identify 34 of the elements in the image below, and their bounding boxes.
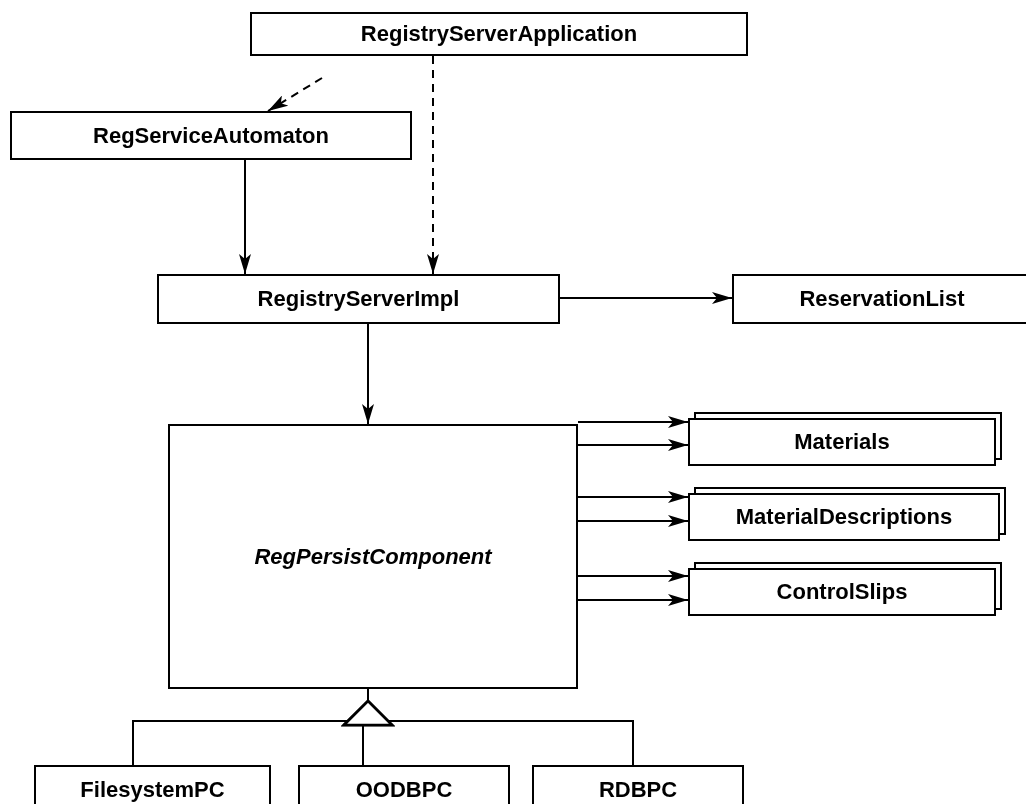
arrow [239, 159, 251, 275]
class-box [298, 765, 510, 804]
arrow [577, 594, 689, 606]
class-name: MaterialDescriptions [735, 504, 953, 530]
class-name: RDBPC [598, 777, 678, 803]
class-box [34, 765, 271, 804]
class-box [157, 274, 560, 324]
class-name: RegPersistComponent [254, 543, 492, 570]
class-box [250, 12, 748, 56]
arrow [362, 323, 374, 425]
arrow [577, 491, 689, 503]
class-name: ControlSlips [776, 579, 908, 605]
arrow [577, 416, 689, 428]
inheritance-line [342, 688, 634, 766]
class-box [688, 493, 1000, 541]
class-box [168, 424, 578, 689]
class-name: RegistryServerImpl [257, 286, 460, 312]
arrow [267, 77, 323, 112]
arrow [559, 292, 733, 304]
arrow [577, 439, 689, 451]
class-box [688, 568, 996, 616]
class-name: ReservationList [799, 286, 965, 312]
class-name: RegServiceAutomaton [93, 122, 329, 149]
arrow [577, 515, 689, 527]
class-name: RegistryServerApplication [360, 21, 638, 47]
class-box [10, 111, 412, 160]
class-name: OODBPC [355, 777, 453, 803]
class-box [732, 274, 1026, 324]
class-box [688, 418, 996, 466]
class-name: Materials [794, 429, 890, 455]
class-box [532, 765, 744, 804]
arrow [577, 570, 689, 582]
arrow [427, 55, 439, 275]
class-name: FilesystemPC [80, 777, 225, 803]
